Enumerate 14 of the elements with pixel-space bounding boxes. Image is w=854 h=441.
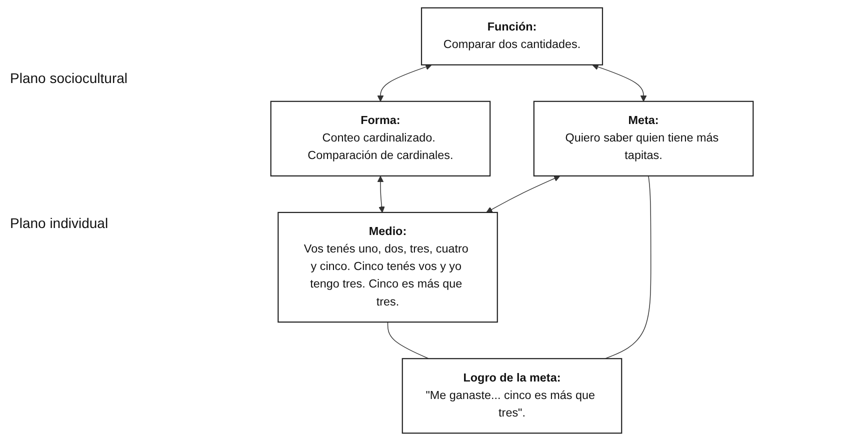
node-box bbox=[402, 358, 622, 434]
node-box bbox=[270, 100, 491, 176]
arrow bbox=[592, 64, 647, 102]
connector bbox=[604, 176, 652, 359]
plane-label: Plano sociocultural bbox=[10, 70, 128, 86]
node-box bbox=[278, 212, 498, 323]
arrow bbox=[377, 64, 432, 102]
connector bbox=[387, 322, 429, 359]
node-box bbox=[533, 100, 754, 176]
arrow bbox=[377, 176, 385, 213]
flowchart: Función: Comparar dos cantidades. Forma: Conteo cardinalizado. Comparación de cardinales. Meta: Quiero saber quien tiene más tapitas. Medio: Vos tenés uno, dos, tres, cuatro y cinco. Cinco tenés vos y yo tengo tres. Cinco es más que tres. Logro de la meta: "Me ganaste... cinco es más que tres". bbox=[170, 2, 854, 439]
arrow bbox=[486, 175, 560, 213]
plane-label: Plano individual bbox=[10, 215, 108, 231]
node-box bbox=[420, 7, 604, 66]
